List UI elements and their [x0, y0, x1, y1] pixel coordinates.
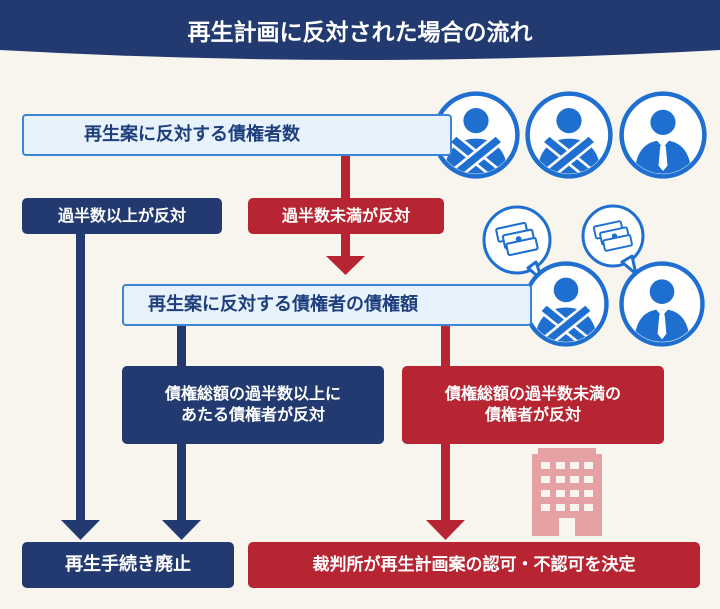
minority-oppose-label: 過半数未満が反対 [281, 205, 410, 225]
minority-oppose-box: 過半数未満が反対 [248, 198, 444, 234]
arrow-majority-to-abolished [61, 520, 100, 540]
amount-minority-line1: 債権総額の過半数未満の [444, 384, 621, 404]
creditor-count-step-label: 再生案に反対する債権者数 [84, 124, 300, 146]
arrow-amount-majority-to-abolished [162, 520, 201, 540]
court-decision-box: 裁判所が再生計画案の認可・不認可を決定 [248, 542, 700, 588]
money-bubble-icon [581, 204, 645, 276]
amount-minority-line2: 債権者が反対 [484, 405, 581, 424]
claim-amount-step: 再生案に反対する債権者の債権額 [122, 284, 532, 326]
procedure-abolished-box: 再生手続き廃止 [22, 542, 234, 588]
amount-majority-line1: 債権総額の過半数以上に [164, 384, 341, 404]
procedure-abolished-label: 再生手続き廃止 [65, 554, 191, 576]
amount-minority-box: 債権総額の過半数未満の 債権者が反対 [402, 366, 664, 444]
court-decision-label: 裁判所が再生計画案の認可・不認可を決定 [312, 554, 636, 575]
creditor-icon [622, 94, 705, 180]
creditor-icon [622, 264, 703, 348]
title-banner [0, 0, 720, 60]
court-building-icon [532, 448, 602, 536]
arrow-minority-to-amount [326, 256, 365, 275]
arrow-amount-minority-to-court [426, 520, 465, 540]
opposing-creditor-icon [528, 94, 611, 180]
opposing-creditor-icon [526, 264, 607, 348]
connector-lines [61, 155, 465, 540]
page-title: 再生計画に反対された場合の流れ [187, 20, 533, 46]
majority-oppose-box: 過半数以上が反対 [22, 198, 222, 234]
amount-majority-box: 債権総額の過半数以上に あたる債権者が反対 [122, 366, 384, 444]
money-bubble-icon [482, 205, 552, 282]
claim-amount-step-label: 再生案に反対する債権者の債権額 [148, 294, 418, 316]
creditor-count-step: 再生案に反対する債権者数 [22, 114, 452, 156]
amount-majority-line2: あたる債権者が反対 [180, 405, 325, 424]
majority-oppose-label: 過半数以上が反対 [57, 205, 186, 225]
